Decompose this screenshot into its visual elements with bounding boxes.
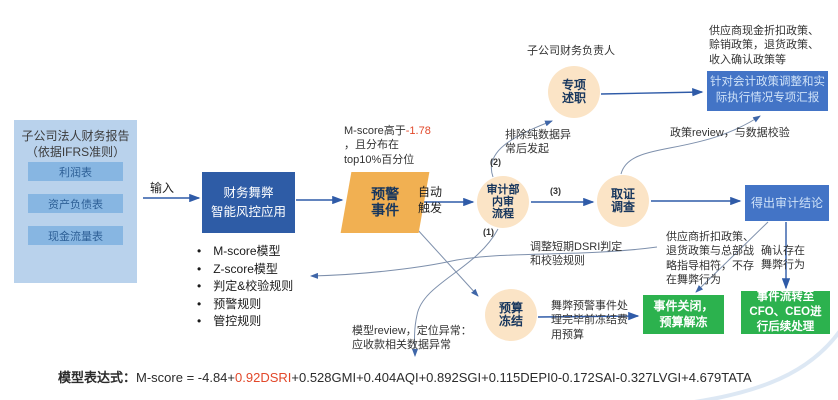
model-formula: 模型表达式：M-score = -4.84+0.92DSRI+0.528GMI+… bbox=[58, 370, 752, 385]
bullet-icon: • bbox=[197, 261, 202, 276]
bullet-icon: • bbox=[197, 244, 202, 258]
event-closed-box: 事件关闭， 预算解冻 bbox=[643, 295, 724, 334]
supplier-policies-mid-note: 供应商折扣政策、 退货政策与总部战 略指导相符，不存 在舞弊行为 bbox=[666, 231, 754, 286]
source-panel-title: 子公司法人财务报告 （依据IFRS准则） bbox=[21, 129, 130, 160]
fraud-engine-box: 财务舞弊 智能风控应用 bbox=[202, 172, 295, 233]
policy-report-box: 针对会计政策调整和实 际执行情况专项汇报 bbox=[707, 71, 828, 111]
input-label: 输入 bbox=[150, 181, 175, 195]
adjust-dsri-note: 调整短期DSRI判定 和校验规则 bbox=[530, 241, 623, 268]
alert-event-label: 预警 事件 bbox=[371, 186, 399, 219]
model-rule-list: •M-score模型 •Z-score模型 •判定&校验规则 •预警规则 •管控… bbox=[197, 243, 332, 331]
auto-trigger-label: 自动 触发 bbox=[417, 185, 442, 215]
step-2-label: (2) bbox=[490, 157, 501, 167]
formula-dsri-term: 0.92DSRI bbox=[235, 370, 292, 385]
bullet-icon: • bbox=[197, 314, 202, 328]
decorative-swoosh bbox=[694, 330, 838, 400]
supplier-policies-top-note: 供应商现金折扣政策、 赊销政策，退货政策、 收入确认政策等 bbox=[709, 25, 819, 66]
step-1-label: (1) bbox=[483, 227, 494, 237]
list-item: •M-score模型 bbox=[197, 243, 332, 261]
arrow-review-to-report bbox=[600, 87, 704, 97]
list-item: •Z-score模型 bbox=[197, 261, 332, 279]
balance-sheet-item: 资产负债表 bbox=[28, 194, 123, 213]
mscore-threshold-note: M-score高于-1.78 ，且分布在 top10%百分位 bbox=[344, 125, 431, 166]
evidence-investigation-node: 取证 调查 bbox=[597, 175, 649, 227]
freeze-budget-note: 舞弊预警事件处 理完毕前冻结费 用预算 bbox=[551, 300, 628, 341]
audit-process-node: 审计部 内审 流程 bbox=[477, 176, 529, 228]
special-report-node: 专项 述职 bbox=[548, 66, 600, 118]
list-item: •预警规则 bbox=[197, 296, 332, 314]
bullet-icon: • bbox=[197, 279, 202, 293]
bullet-icon: • bbox=[197, 296, 202, 311]
cash-flow-item: 现金流量表 bbox=[28, 226, 123, 245]
budget-freeze-node: 预算 冻结 bbox=[485, 289, 537, 341]
mscore-threshold-value: -1.78 bbox=[405, 125, 431, 137]
income-statement-item: 利润表 bbox=[28, 162, 123, 181]
curve-evidence-to-report bbox=[620, 115, 761, 175]
source-report-panel: 子公司法人财务报告 （依据IFRS准则） 利润表 资产负债表 现金流量表 bbox=[14, 120, 137, 283]
list-item: •管控规则 bbox=[197, 313, 332, 331]
confirm-fraud-note: 确认存在 舞弊行为 bbox=[761, 245, 805, 272]
audit-conclusion-box: 得出审计结论 bbox=[745, 185, 829, 221]
escalate-to-cfo-box: 事件流转至 CFO、CEO进 行后续处理 bbox=[741, 291, 830, 334]
cfo-lead-note: 子公司财务负责人 bbox=[527, 45, 615, 57]
list-item: •判定&校验规则 bbox=[197, 278, 332, 296]
step-3-label: (3) bbox=[550, 186, 561, 196]
formula-label: 模型表达式： bbox=[58, 370, 137, 385]
exclude-anomaly-note: 排除纯数据异 常后发起 bbox=[505, 129, 571, 156]
policy-review-note: 政策review，与数据校验 bbox=[670, 127, 790, 139]
model-review-note: 模型review，定位异常： 应收款相关数据异常 bbox=[352, 325, 472, 352]
